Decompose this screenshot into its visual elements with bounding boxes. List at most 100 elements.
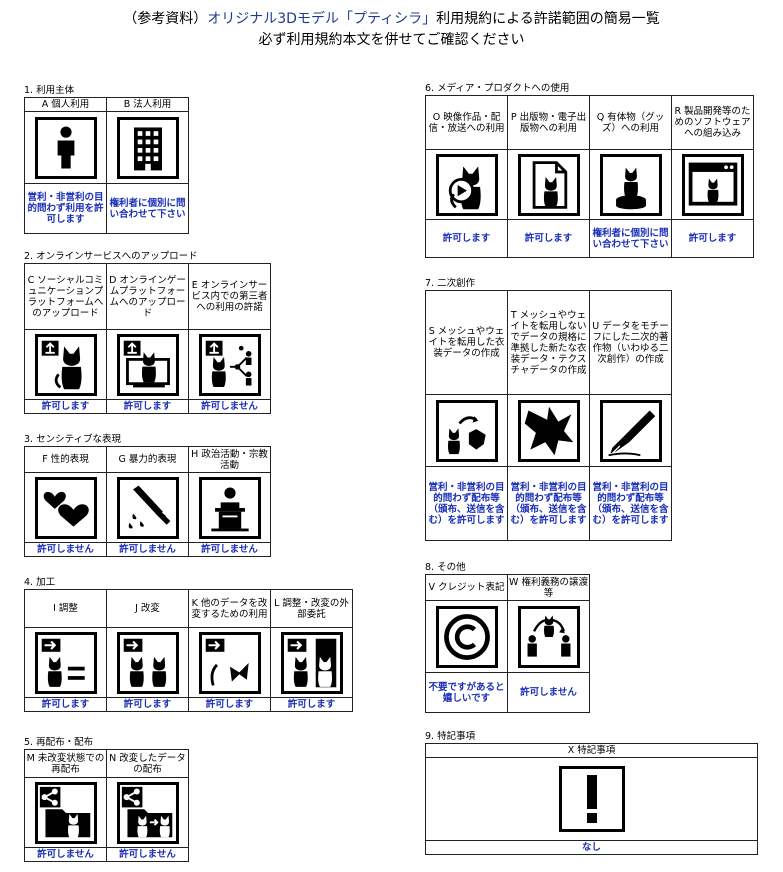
header-l: L 調整・改変の外部委託	[270, 589, 353, 628]
status-n: 許可しません	[106, 847, 189, 862]
header-f: F 性的表現	[24, 446, 107, 473]
header-i: I 調整	[24, 589, 107, 628]
section-7-derivative: 7. 二次創作 S メッシュやウェイトを転用した衣装データの作成 T メッシュや…	[425, 278, 672, 541]
status-o: 許可します	[425, 219, 508, 258]
publication-icon	[517, 153, 580, 216]
section-2-title: 2. オンラインサービスへのアップロード	[24, 251, 198, 262]
title-prefix: （参考資料）	[123, 11, 208, 27]
section-1-title: 1. 利用主体	[24, 85, 75, 96]
header-d: D オンラインゲームプラットフォームへのアップロード	[106, 263, 189, 330]
redistribute-icon	[34, 781, 97, 844]
status-w: 許可しません	[507, 672, 590, 713]
header-x: X 特記事項	[425, 743, 758, 758]
header-v: V クレジット表記	[425, 574, 508, 601]
header-n: N 改変したデータの配布	[106, 749, 189, 778]
header-m: M 未改変状態での再配布	[24, 749, 107, 778]
status-x: なし	[425, 840, 758, 855]
page-subtitle: 必ず利用規約本文を併せてご確認ください	[258, 32, 525, 48]
header-a: A 個人利用	[24, 97, 107, 112]
status-q: 権利者に個別に問い合わせて下さい	[589, 219, 672, 258]
header-j: J 改変	[106, 589, 189, 628]
section-4-processing: 4. 加工 I 調整 J 改変 K 他のデータを改変するための利用 L 調整・改…	[24, 577, 353, 712]
title-suffix: 利用規約による許諾範囲の簡易一覧	[436, 11, 660, 27]
section-9-table: X 特記事項 なし	[425, 743, 758, 855]
building-icon	[116, 116, 179, 179]
copyright-icon	[435, 605, 498, 668]
status-k: 許可します	[188, 697, 271, 712]
new-costume-icon	[517, 399, 580, 462]
pen-icon	[599, 399, 662, 462]
section-8-other: 8. その他 V クレジット表記 W 権利義務の譲渡等 不要ですがあると嬉しいで…	[425, 562, 590, 713]
page-title: （参考資料）オリジナル3Dモデル「プティシラ」利用規約による許諾範囲の簡易一覧	[0, 10, 783, 29]
figure-icon	[599, 153, 662, 216]
section-5-title: 5. 再配布・配布	[24, 737, 94, 748]
header-s: S メッシュやウェイトを転用した衣装データの作成	[425, 290, 508, 395]
outsource-icon	[280, 631, 343, 694]
header-k: K 他のデータを改変するための利用	[188, 589, 271, 628]
section-3-table: F 性的表現 G 暴力的表現 H 政治活動・宗教活動 許可しません 許可しません…	[24, 446, 271, 557]
header-r: R 製品開発等のためのソフトウェアへの組み込み	[671, 95, 754, 150]
status-f: 許可しません	[24, 542, 107, 557]
section-7-table: S メッシュやウェイトを転用した衣装データの作成 T メッシュやウェイトを転用し…	[425, 290, 672, 541]
header-q: Q 有体物（グッズ）への利用	[589, 95, 672, 150]
video-icon	[435, 153, 498, 216]
upload-avatar-icon	[34, 333, 97, 396]
section-6-media: 6. メディア・プロダクトへの使用 O 映像作品・配信・放送への利用 P 出版物…	[425, 83, 754, 258]
status-m: 許可しません	[24, 847, 107, 862]
header-p: P 出版物・電子出版物への利用	[507, 95, 590, 150]
status-r: 許可します	[671, 219, 754, 258]
status-s: 営利・非営利の目的問わず配布等（頒布、送信を含む）を許可します	[425, 466, 508, 541]
section-6-title: 6. メディア・プロダクトへの使用	[425, 83, 570, 94]
status-d: 許可します	[106, 399, 189, 414]
section-8-table: V クレジット表記 W 権利義務の譲渡等 不要ですがあると嬉しいです 許可しませ…	[425, 574, 590, 713]
status-l: 許可します	[270, 697, 353, 712]
section-2-online-upload: 2. オンラインサービスへのアップロード C ソーシャルコミュニケーションプラッ…	[24, 251, 271, 414]
upload-share-icon	[198, 333, 261, 396]
software-icon	[681, 153, 744, 216]
title-highlight: オリジナル3Dモデル「プティシラ」	[207, 11, 437, 27]
status-u: 営利・非営利の目的問わず配布等（頒布、送信を含む）を許可します	[589, 466, 672, 541]
section-4-table: I 調整 J 改変 K 他のデータを改変するための利用 L 調整・改変の外部委託…	[24, 589, 353, 712]
status-e: 許可しません	[188, 399, 271, 414]
section-1-table: A 個人利用 B 法人利用 営利・非営利の目的問わず利用を許可します 権利者に個…	[24, 97, 189, 234]
header-g: G 暴力的表現	[106, 446, 189, 473]
knife-icon	[116, 476, 179, 539]
header-w: W 権利義務の譲渡等	[507, 574, 590, 601]
header-c: C ソーシャルコミュニケーションプラットフォームへのアップロード	[24, 263, 107, 330]
section-8-title: 8. その他	[425, 562, 466, 573]
section-4-title: 4. 加工	[24, 577, 56, 588]
status-v: 不要ですがあると嬉しいです	[425, 672, 508, 713]
status-j: 許可します	[106, 697, 189, 712]
section-6-table: O 映像作品・配信・放送への利用 P 出版物・電子出版物への利用 Q 有体物（グ…	[425, 95, 754, 258]
adjust-icon	[34, 631, 97, 694]
header-h: H 政治活動・宗教活動	[188, 446, 271, 473]
section-3-sensitive: 3. センシティブな表現 F 性的表現 G 暴力的表現 H 政治活動・宗教活動 …	[24, 434, 271, 557]
status-h: 許可しません	[188, 542, 271, 557]
person-icon	[34, 116, 97, 179]
status-i: 許可します	[24, 697, 107, 712]
distribute-modified-icon	[116, 781, 179, 844]
section-9-special-notes: 9. 特記事項 X 特記事項 なし	[425, 731, 758, 855]
header-o: O 映像作品・配信・放送への利用	[425, 95, 508, 150]
status-b: 権利者に個別に問い合わせて下さい	[106, 183, 189, 234]
mesh-costume-icon	[435, 399, 498, 462]
upload-game-icon	[116, 333, 179, 396]
section-1-usage-subject: 1. 利用主体 A 個人利用 B 法人利用 営利・非営利の目的問わず利用を許可し…	[24, 85, 189, 234]
section-5-redistribution: 5. 再配布・配布 M 未改変状態での再配布 N 改変したデータの配布 許可しま…	[24, 737, 189, 862]
hearts-icon	[34, 476, 97, 539]
exclamation-icon	[558, 766, 625, 832]
header-t: T メッシュやウェイトを転用しないでデータの規格に準拠した新たな衣装データ・テク…	[507, 290, 590, 395]
transfer-icon	[517, 605, 580, 668]
section-9-title: 9. 特記事項	[425, 731, 476, 742]
status-c: 許可します	[24, 399, 107, 414]
status-g: 許可しません	[106, 542, 189, 557]
podium-icon	[198, 476, 261, 539]
status-t: 営利・非営利の目的問わず配布等（頒布、送信を含む）を許可します	[507, 466, 590, 541]
section-2-table: C ソーシャルコミュニケーションプラットフォームへのアップロード D オンライン…	[24, 263, 271, 414]
other-data-icon	[198, 631, 261, 694]
modify-icon	[116, 631, 179, 694]
section-5-table: M 未改変状態での再配布 N 改変したデータの配布 許可しません 許可しません	[24, 749, 189, 862]
status-p: 許可します	[507, 219, 590, 258]
section-3-title: 3. センシティブな表現	[24, 434, 122, 445]
header-b: B 法人利用	[106, 97, 189, 112]
